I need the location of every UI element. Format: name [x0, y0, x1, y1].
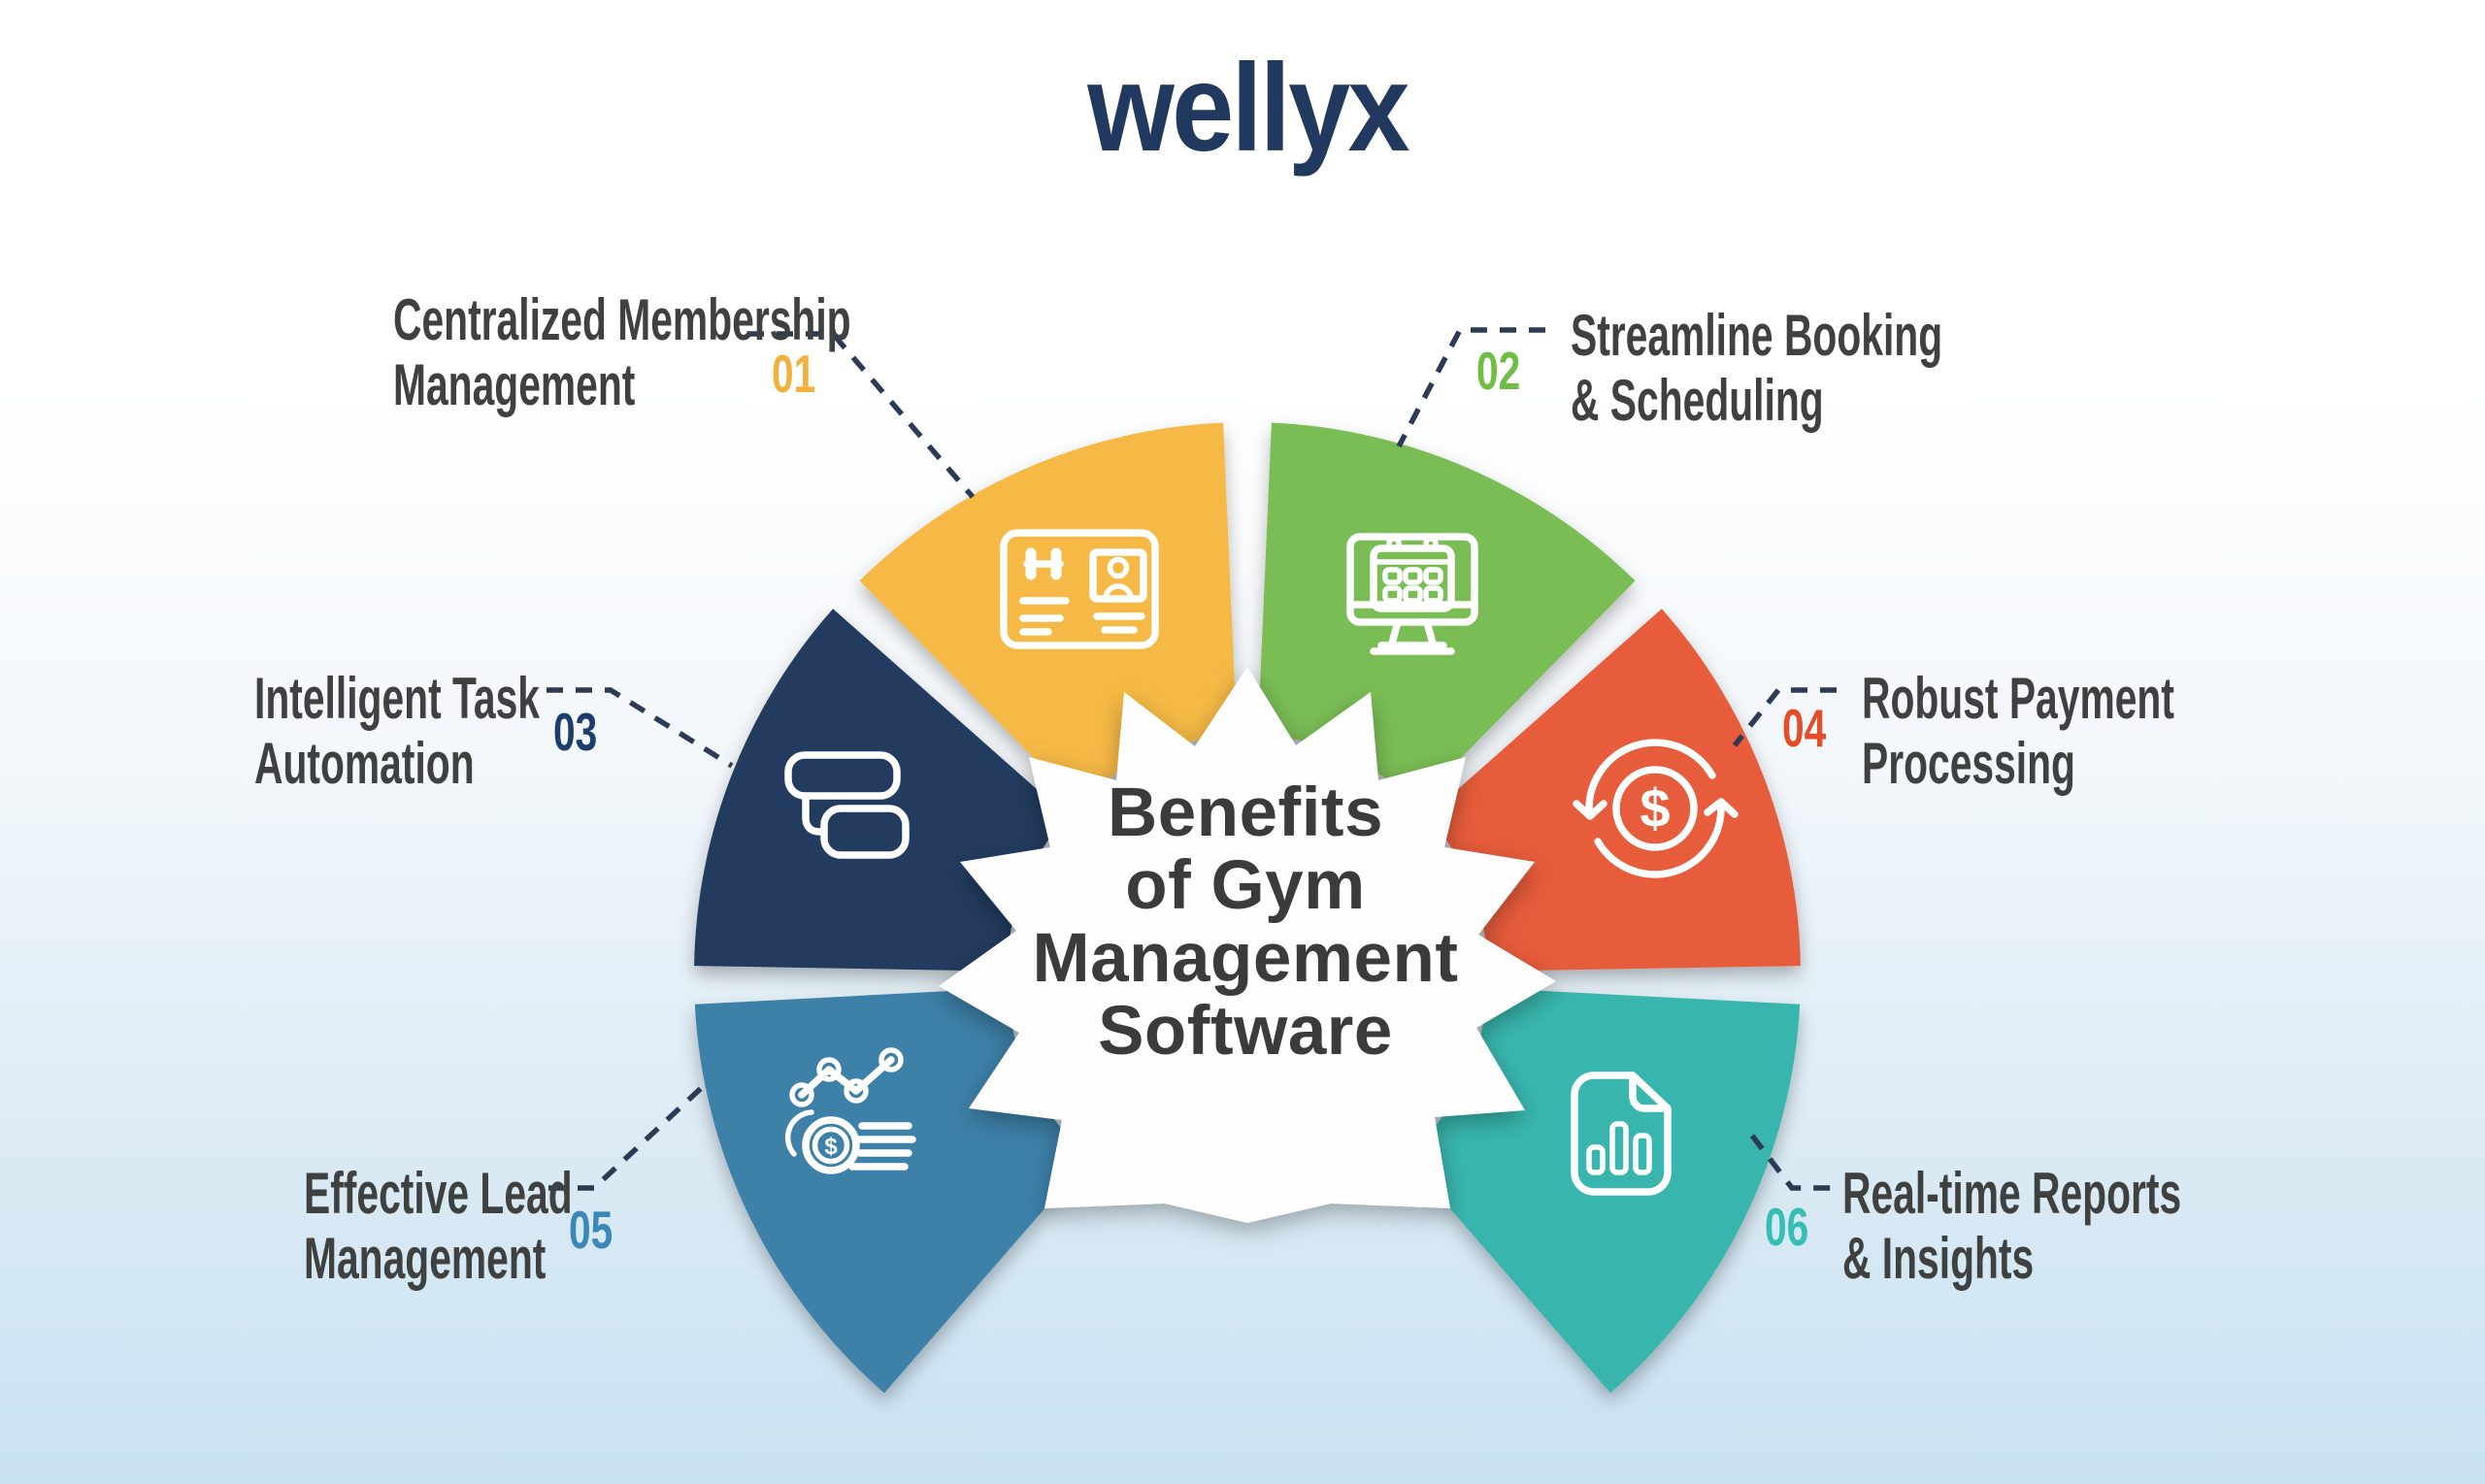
- lead-analytics-icon: $: [784, 1047, 916, 1174]
- center-title: Benefits of Gym Management Software: [954, 776, 1537, 1068]
- label-01-line2: Management: [393, 352, 636, 417]
- center-title-line: Benefits: [1107, 775, 1384, 851]
- task-automation-icon: [784, 751, 910, 859]
- label-05: Effective Lead Management: [304, 1161, 573, 1291]
- connector-03: [547, 687, 734, 769]
- number-02: 02: [1476, 341, 1521, 401]
- center-title-line: of Gym: [1125, 847, 1366, 924]
- number-05: 05: [569, 1200, 613, 1260]
- label-06: Real-time Reports & Insights: [1842, 1161, 2181, 1291]
- connector-05: [548, 1077, 712, 1191]
- label-03: Intelligent Task Automation: [254, 666, 540, 796]
- label-06-line2: & Insights: [1842, 1226, 2035, 1291]
- label-03-line1: Intelligent Task: [254, 666, 540, 731]
- label-04: Robust Payment Processing: [1862, 666, 2174, 796]
- number-03: 03: [553, 702, 598, 762]
- number-01: 01: [772, 344, 816, 404]
- center-burst: [939, 667, 1556, 1223]
- connector-06: [1749, 1134, 1838, 1191]
- membership-card-icon: [1000, 529, 1159, 649]
- label-04-line2: Processing: [1862, 731, 2075, 796]
- label-06-line1: Real-time Reports: [1842, 1161, 2182, 1226]
- wellyx-logo: wellyx: [1087, 39, 1409, 178]
- dollar-glyph: $: [824, 1134, 838, 1160]
- label-05-line1: Effective Lead: [304, 1161, 573, 1226]
- label-03-line2: Automation: [254, 731, 475, 796]
- label-04-line1: Robust Payment: [1862, 666, 2174, 731]
- report-document-icon: [1571, 1072, 1672, 1196]
- segment-03-shape: [694, 609, 1068, 972]
- dollar-glyph: $: [1640, 777, 1670, 839]
- label-01: Centralized Membership Management: [393, 287, 851, 417]
- label-01-line1: Centralized Membership: [393, 287, 851, 352]
- number-06: 06: [1765, 1197, 1809, 1257]
- connector-04: [1732, 687, 1837, 747]
- number-04: 04: [1782, 698, 1827, 758]
- label-02-line2: & Scheduling: [1571, 368, 1824, 433]
- label-02-line1: Streamline Booking: [1571, 303, 1943, 368]
- label-05-line2: Management: [304, 1226, 547, 1291]
- center-title-line: Management: [1032, 920, 1459, 997]
- segment-04-shape: [1427, 609, 1801, 972]
- connector-02: [1396, 327, 1545, 448]
- center-title-line: Software: [1098, 993, 1393, 1070]
- payment-cycle-icon: $: [1573, 739, 1739, 878]
- booking-calendar-icon: [1346, 533, 1478, 655]
- label-02: Streamline Booking & Scheduling: [1571, 303, 1942, 433]
